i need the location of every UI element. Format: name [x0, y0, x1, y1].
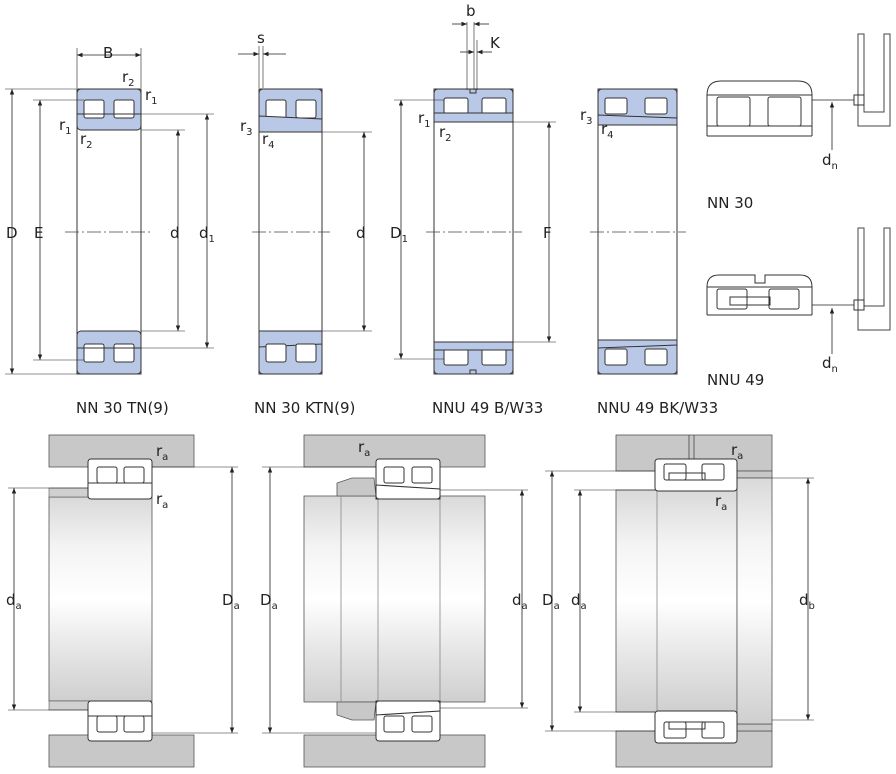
label-s: s — [257, 29, 265, 47]
mounting-1: da Da ra ra — [6, 434, 240, 768]
figure-nnu49-side: dn NNU 49 — [706, 227, 891, 389]
label-ra-top: ra — [731, 441, 743, 462]
figure-nn30tn: B D E d d1 r2 r1 r1 r2 NN 30 TN(9) — [5, 44, 215, 417]
label-E: E — [34, 224, 43, 242]
label-Da: Da — [542, 591, 560, 612]
caption-nnu49: NNU 49 — [707, 371, 764, 389]
label-da: da — [6, 591, 22, 612]
shaft — [48, 496, 153, 702]
mounting-2: Da da ra — [260, 434, 528, 768]
label-r3: r3 — [580, 106, 593, 127]
caption-nnu49b: NNU 49 B/W33 — [432, 399, 543, 417]
caption-nn30: NN 30 — [707, 194, 753, 212]
tapered-inner-ring-top — [258, 115, 323, 133]
label-ra-bottom: ra — [715, 492, 727, 513]
label-F: F — [543, 224, 552, 242]
figure-nn30-side: dn NN 30 — [706, 33, 891, 212]
label-r1-top: r1 — [145, 86, 158, 107]
label-Da: Da — [260, 591, 278, 612]
label-dn: dn — [822, 151, 838, 172]
label-K: K — [490, 34, 501, 52]
label-d1: d1 — [199, 224, 215, 245]
caption-nnu49bk: NNU 49 BK/W33 — [597, 399, 718, 417]
figure-nnu49bk: r3 r4 NNU 49 BK/W33 — [580, 88, 718, 417]
label-Da: Da — [222, 591, 240, 612]
label-D1: D1 — [390, 224, 408, 245]
caption-nn30ktn: NN 30 KTN(9) — [254, 399, 355, 417]
label-da: da — [571, 591, 587, 612]
caption-nn30tn: NN 30 TN(9) — [76, 399, 169, 417]
label-D: D — [6, 224, 18, 242]
label-d: d — [356, 224, 366, 242]
label-b: b — [466, 2, 476, 20]
label-r2-top: r2 — [122, 68, 135, 89]
label-ra-top: ra — [156, 442, 168, 463]
label-r2-left: r2 — [80, 130, 93, 151]
label-ra: ra — [358, 438, 370, 459]
roller-top-right — [113, 99, 135, 119]
label-B: B — [103, 44, 113, 62]
gauge-wall — [857, 227, 891, 331]
label-r1-left: r1 — [59, 116, 72, 137]
label-r1: r1 — [418, 109, 431, 130]
outer-ring-section-top — [76, 88, 142, 131]
label-ra-bottom: ra — [156, 490, 168, 511]
outer-ring-section-bottom — [76, 330, 142, 375]
label-r4: r4 — [601, 120, 614, 141]
shaft — [615, 489, 738, 713]
label-r4: r4 — [262, 130, 275, 151]
roller-top-left — [83, 99, 105, 119]
gauge-wall — [857, 33, 891, 127]
roller-bottom-left — [83, 343, 105, 363]
roller-bottom-right — [113, 343, 135, 363]
label-r3: r3 — [240, 117, 253, 138]
tapered-inner-ring-bottom — [258, 330, 323, 348]
label-r2: r2 — [439, 123, 452, 144]
figure-nn30ktn: s d r3 r4 NN 30 KTN(9) — [238, 29, 372, 417]
figure-nnu49b: b K D1 F r1 r2 NNU 49 B/W33 — [390, 2, 556, 417]
label-d: d — [170, 224, 180, 242]
label-da: da — [512, 591, 528, 612]
label-db: db — [799, 591, 815, 612]
mounting-3: Da da db ra ra — [542, 434, 815, 768]
shaft — [303, 495, 486, 703]
label-dn: dn — [822, 354, 838, 375]
